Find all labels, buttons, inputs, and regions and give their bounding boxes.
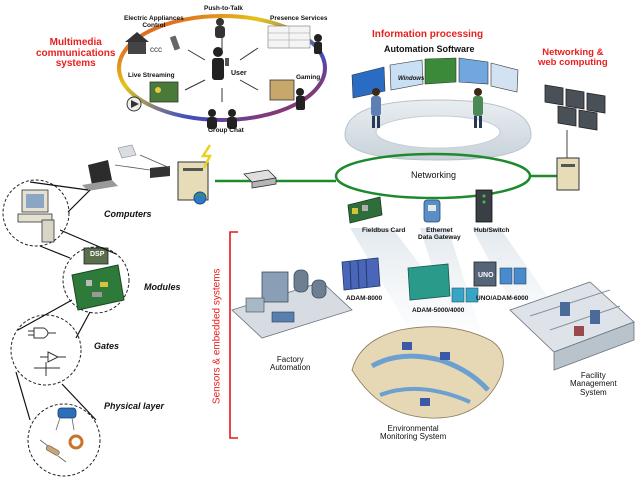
ring-group-chat: Group Chat xyxy=(208,127,244,134)
beams xyxy=(350,228,550,330)
laptop-top xyxy=(82,144,171,191)
adam-8000-label: ADAM-8000 xyxy=(346,295,383,302)
presence-table xyxy=(267,25,322,54)
adam5000-rack xyxy=(407,263,479,303)
monitor-bank xyxy=(544,84,606,131)
factory-label: Factory Automation xyxy=(270,355,311,373)
person-icon-top xyxy=(215,18,225,38)
ring-gaming: Gaming xyxy=(296,74,321,81)
phone-icon xyxy=(170,35,180,51)
environmental-scene xyxy=(351,326,504,419)
ring-presence-services: Presence Services xyxy=(270,15,328,22)
components xyxy=(39,407,84,463)
logic-gate-symbols xyxy=(28,327,66,376)
arena-ring-inner xyxy=(375,115,501,149)
lightning-bolt xyxy=(200,144,213,169)
svg-text:UNO: UNO xyxy=(478,272,494,279)
user-icon xyxy=(212,47,229,80)
ring-user: User xyxy=(231,70,247,77)
ring-push-to-talk: Push-to-Talk xyxy=(204,5,243,12)
networking-web-heading: Networking & web computing xyxy=(538,47,608,68)
software-panels: Windows xyxy=(351,57,519,99)
gaming-screen xyxy=(269,79,305,110)
hub-switch-device xyxy=(475,189,493,223)
hub-switch-label: Hub/Switch xyxy=(474,227,510,234)
fieldbus-card-device xyxy=(347,196,383,224)
uno-adam-rack: UNO xyxy=(473,261,527,287)
adam-5000-label: ADAM-5000/4000 xyxy=(412,307,465,314)
desktop-computer xyxy=(17,189,55,243)
adam8000-rack xyxy=(341,257,381,291)
server-left xyxy=(177,161,209,205)
facility-label: Facility Management System xyxy=(570,371,617,397)
modules-circle xyxy=(62,246,130,314)
ring-electric-appliances: Electric Appliances Control xyxy=(124,15,184,29)
physical-circle xyxy=(27,403,101,477)
networking-label: Networking xyxy=(411,170,457,180)
gates-circle xyxy=(10,314,82,386)
automation-software-label: Automation Software xyxy=(384,44,475,54)
hierarchy-connectors xyxy=(15,181,117,421)
gates-label: Gates xyxy=(94,341,120,351)
facility-scene xyxy=(509,281,635,371)
svg-text:Windows: Windows xyxy=(398,76,425,82)
streaming-screen xyxy=(126,81,179,112)
server-right xyxy=(556,157,580,191)
multimedia-ring xyxy=(117,14,327,122)
gateway-device xyxy=(423,199,441,223)
physical-layer-label: Physical layer xyxy=(104,401,165,411)
chat-people xyxy=(207,109,237,129)
sensors-heading: Sensors & embedded systems xyxy=(211,268,223,405)
information-heading: Information processing xyxy=(372,29,484,40)
sensors-bracket xyxy=(229,231,238,439)
environmental-label: Environmental Monitoring System xyxy=(380,424,447,442)
modules-label: Modules xyxy=(144,282,181,292)
computers-label: Computers xyxy=(104,209,152,219)
router-device xyxy=(243,169,277,189)
engineer-figures xyxy=(371,88,483,128)
circuit-board xyxy=(71,247,125,311)
uno-adam-label: UNO/ADAM-6000 xyxy=(476,295,529,302)
multimedia-heading: Multimedia communications systems xyxy=(36,37,116,69)
computers-circle xyxy=(2,179,70,247)
fieldbus-card-label: Fieldbus Card xyxy=(362,227,406,234)
house-icon xyxy=(125,32,149,54)
factory-scene xyxy=(231,269,353,339)
ethernet-gateway-label: Ethernet Data Gateway xyxy=(418,227,461,241)
cccc-signal: ccc xyxy=(150,45,162,54)
dsp-chip-label: DSP xyxy=(90,251,105,258)
ring-live-streaming: Live Streaming xyxy=(128,72,175,79)
